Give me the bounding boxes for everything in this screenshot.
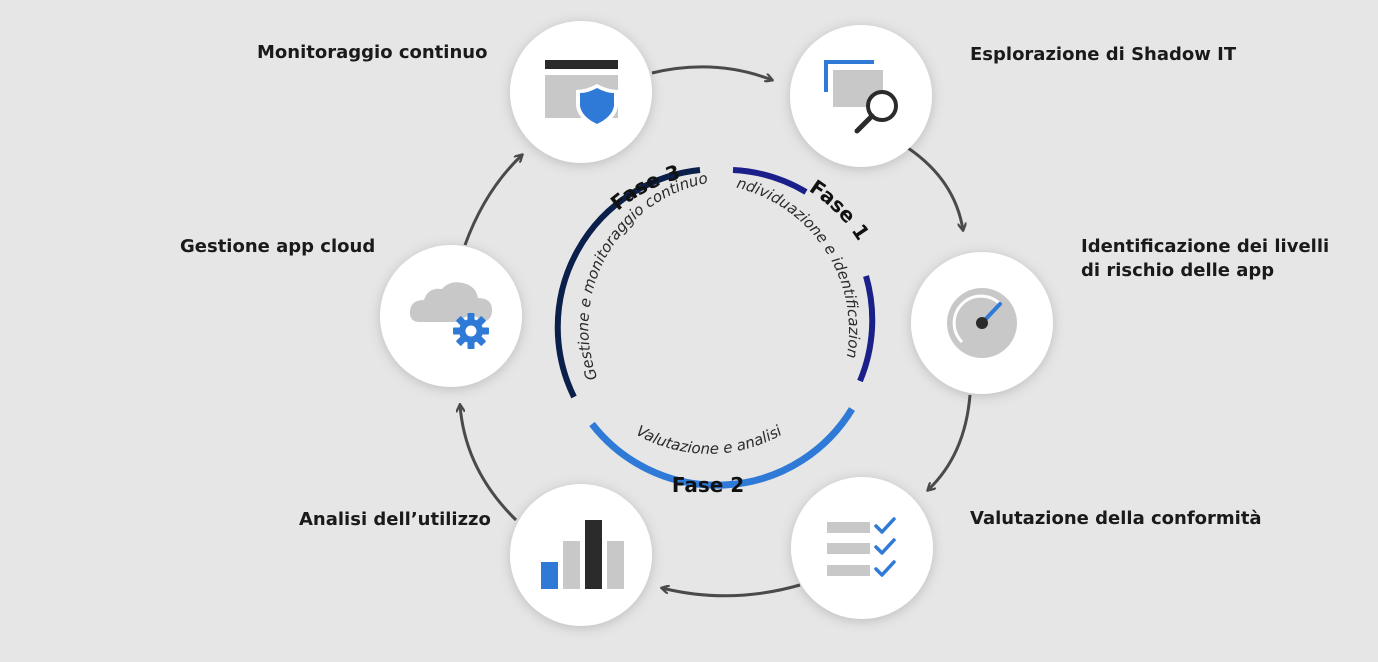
- phase2-arc: [589, 407, 855, 489]
- label-discovery: Esplorazione di Shadow IT: [970, 44, 1237, 65]
- label-risk: Identificazione dei livelli di rischio d…: [1081, 235, 1329, 283]
- phase3-desc: Gestione e monitoraggio continuo: [574, 169, 709, 383]
- node-discovery: [790, 25, 932, 167]
- label-cloud: Gestione app cloud: [180, 236, 376, 257]
- arrow-discovery-to-risk: [907, 146, 963, 230]
- label-risk-line1: Identificazione dei livelli: [1081, 236, 1330, 257]
- window-search-icon: [824, 60, 898, 134]
- label-risk-line2: di rischio delle app: [1081, 260, 1275, 281]
- label-usage: Analisi dell’utilizzo: [299, 509, 491, 530]
- phase2-desc: Valutazione e analisi: [633, 421, 785, 458]
- phase-ring: [554, 167, 876, 489]
- gauge-icon: [947, 288, 1017, 358]
- phase3-arc: [554, 167, 701, 399]
- cycle-arrows: [460, 65, 972, 598]
- arrow-compliance-to-usage: [662, 583, 801, 598]
- label-monitoring: Monitoraggio continuo: [257, 42, 488, 63]
- cloud-gear-icon: [409, 282, 492, 349]
- node-usage: [510, 484, 652, 626]
- phase2-title: Fase 2: [672, 473, 744, 497]
- label-compliance: Valutazione della conformità: [970, 508, 1262, 529]
- arrow-monitoring-to-discovery: [651, 65, 772, 80]
- phase1-arc-right: [857, 275, 876, 383]
- node-risk: [911, 252, 1053, 394]
- node-circle: [510, 484, 652, 626]
- phase1-arc-top: [732, 167, 808, 195]
- bar-chart-icon: [541, 520, 624, 589]
- arrow-usage-to-cloud: [460, 405, 518, 522]
- node-cloud: [380, 245, 522, 387]
- node-compliance: [791, 477, 933, 619]
- arrow-cloud-to-monitoring: [463, 155, 522, 246]
- browser-shield-icon: [545, 60, 618, 128]
- checklist-icon: [827, 517, 896, 577]
- arrow-risk-to-compliance: [928, 394, 972, 490]
- node-monitoring: [510, 21, 652, 163]
